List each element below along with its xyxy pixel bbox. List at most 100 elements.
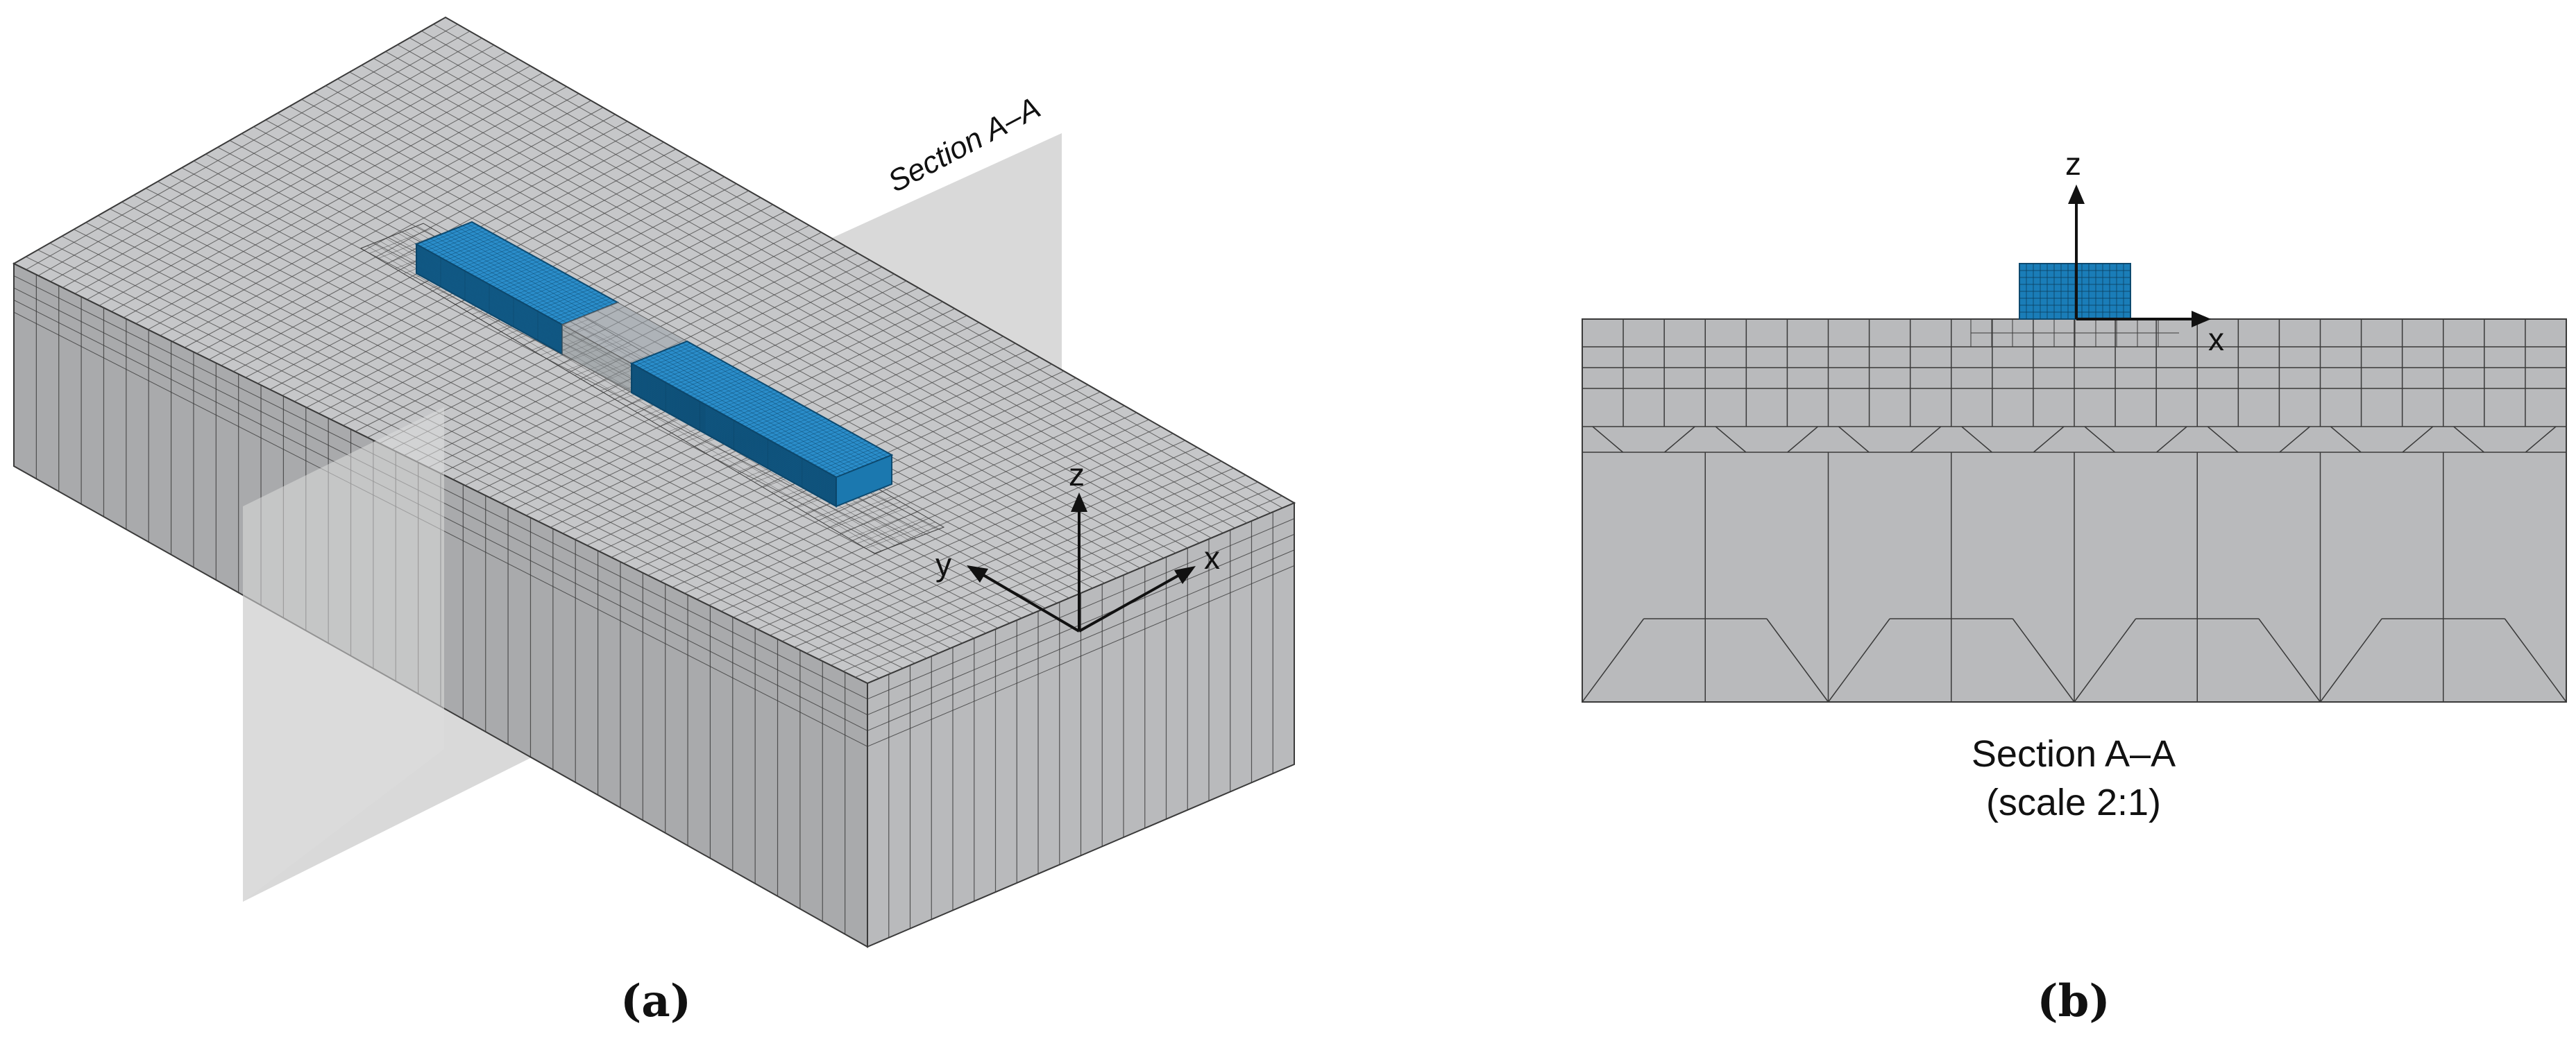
- mesh-line: [416, 266, 563, 347]
- mesh-line: [631, 387, 837, 501]
- z-axis-label-b: z: [2065, 146, 2081, 182]
- mesh-line: [631, 383, 837, 497]
- mesh-line: [631, 366, 837, 481]
- mesh-line: [867, 518, 1295, 700]
- mesh-line: [668, 348, 874, 463]
- section-title: Section A–A: [1972, 733, 2176, 775]
- mesh-line: [631, 370, 837, 485]
- mesh-line: [416, 257, 563, 338]
- mesh-line: [631, 391, 837, 506]
- mesh-line: [631, 380, 837, 495]
- axes-3d: z y x: [935, 456, 1220, 633]
- mesh-line: [631, 381, 837, 495]
- mesh-line: [467, 223, 613, 305]
- mesh-line: [631, 366, 837, 481]
- mesh-line: [645, 357, 851, 472]
- mesh-line: [366, 246, 882, 551]
- mesh-line: [867, 565, 1295, 747]
- mesh-line: [631, 377, 837, 492]
- mesh-line: [277, 112, 1129, 574]
- mesh-line: [416, 258, 563, 340]
- mesh-line: [654, 354, 860, 468]
- mesh-line: [631, 375, 837, 490]
- mesh-line: [385, 51, 1235, 529]
- mesh-line: [416, 251, 563, 332]
- mesh-line: [1582, 618, 1645, 703]
- mesh-line: [416, 255, 563, 337]
- z-axis-label: z: [1069, 456, 1085, 492]
- mesh-line: [361, 65, 1212, 538]
- mesh-line: [636, 361, 841, 476]
- mesh-line: [631, 372, 837, 487]
- mesh-line: [416, 261, 563, 343]
- mesh-line: [397, 44, 1247, 524]
- mesh-line: [457, 227, 604, 309]
- mesh-line: [631, 386, 837, 501]
- mesh-line: [631, 382, 837, 497]
- mesh-line: [373, 58, 1223, 533]
- mesh-line: [145, 188, 999, 628]
- x-axis-label-b: x: [2208, 321, 2224, 357]
- mesh-line: [631, 379, 837, 494]
- mesh-line: [631, 368, 837, 483]
- mesh-line: [416, 257, 563, 339]
- mesh-line: [631, 388, 837, 504]
- axes-2d: z x: [2065, 146, 2224, 357]
- mesh-line: [631, 387, 837, 502]
- mesh-line: [416, 247, 563, 329]
- mesh-line: [631, 373, 837, 488]
- mesh-line: [631, 370, 837, 485]
- mesh-line: [416, 253, 563, 334]
- mesh-line: [659, 352, 865, 467]
- mesh-line: [416, 268, 563, 349]
- mesh-line: [325, 85, 1176, 554]
- mesh-line: [663, 350, 869, 465]
- mesh-line: [631, 366, 837, 481]
- mesh-line: [631, 378, 837, 493]
- mesh-line: [416, 272, 563, 354]
- mesh-line: [416, 255, 563, 336]
- mesh-line: [61, 236, 915, 664]
- mesh-line: [49, 242, 904, 669]
- mesh-line: [2402, 426, 2434, 453]
- mesh-line: [2504, 618, 2567, 703]
- mesh-line: [416, 263, 563, 344]
- panel-a-3d-mesh: Section A–A z y x (a): [12, 16, 1296, 1027]
- mesh-line: [631, 368, 837, 483]
- mesh-line: [631, 379, 837, 493]
- mesh-line: [416, 264, 563, 345]
- mesh-line: [37, 249, 892, 674]
- panel-a-caption: (a): [620, 975, 691, 1027]
- mesh-line: [631, 363, 837, 479]
- mesh-line: [416, 252, 563, 334]
- mesh-line: [631, 384, 837, 499]
- mesh-line: [448, 231, 595, 312]
- mesh-line: [1664, 426, 1695, 453]
- mesh-line: [416, 266, 563, 348]
- mesh-line: [631, 368, 837, 483]
- mesh-line: [1766, 618, 1829, 703]
- section-plane-front: [243, 407, 444, 902]
- mesh-line: [133, 194, 987, 634]
- mesh-line: [416, 271, 563, 352]
- mesh-line: [2319, 618, 2382, 703]
- mesh-line: [631, 390, 837, 505]
- mesh-line: [631, 385, 837, 500]
- mesh-line: [2084, 426, 2116, 453]
- mesh-line: [416, 244, 563, 326]
- mesh-line: [416, 252, 563, 333]
- mesh-line: [416, 260, 563, 342]
- mesh-line: [421, 31, 1271, 513]
- mesh-line: [439, 234, 586, 316]
- mesh-line: [416, 259, 563, 341]
- mesh-line: [631, 384, 837, 499]
- mesh-line: [631, 385, 837, 499]
- mesh-line: [631, 375, 837, 490]
- mesh-line: [631, 377, 837, 492]
- mesh-line: [631, 372, 837, 487]
- panel-b-caption: (b): [2037, 975, 2110, 1027]
- mesh-line: [2330, 426, 2362, 453]
- mesh-line: [1910, 426, 1942, 453]
- top-mesh-grid: [26, 24, 1283, 679]
